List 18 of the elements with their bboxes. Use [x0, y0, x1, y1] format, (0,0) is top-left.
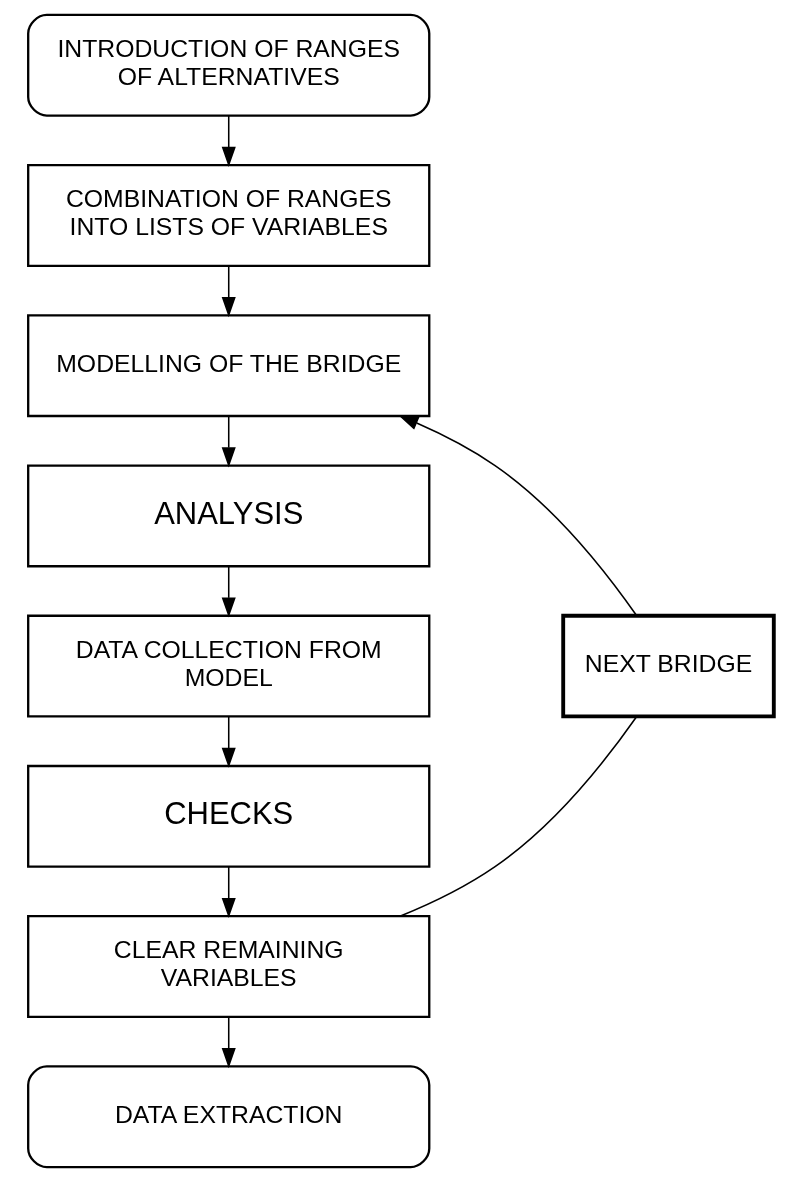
arrow: [221, 565, 236, 618]
node-box: CLEAR REMAINING VARIABLES: [27, 915, 431, 1018]
node-box: ANALYSIS: [27, 464, 431, 568]
arrow: [221, 1016, 236, 1069]
connector: [399, 715, 638, 917]
node-box: INTRODUCTION OF RANGES OF ALTERNATIVES: [27, 13, 431, 117]
arrow: [398, 415, 638, 617]
node-box: MODELLING OF THE BRIDGE: [27, 314, 431, 418]
arrow: [221, 265, 236, 318]
node-box: CHECKS: [27, 764, 431, 868]
node-box: DATA COLLECTION FROM MODEL: [27, 614, 431, 718]
arrow: [221, 415, 236, 468]
node-box: NEXT BRIDGE: [561, 613, 776, 719]
arrow: [221, 866, 236, 919]
node-box: DATA EXTRACTION: [27, 1065, 431, 1169]
arrow: [221, 115, 236, 167]
arrow: [221, 715, 236, 768]
node-box: COMBINATION OF RANGES INTO LISTS OF VARIABLES: [27, 164, 431, 267]
